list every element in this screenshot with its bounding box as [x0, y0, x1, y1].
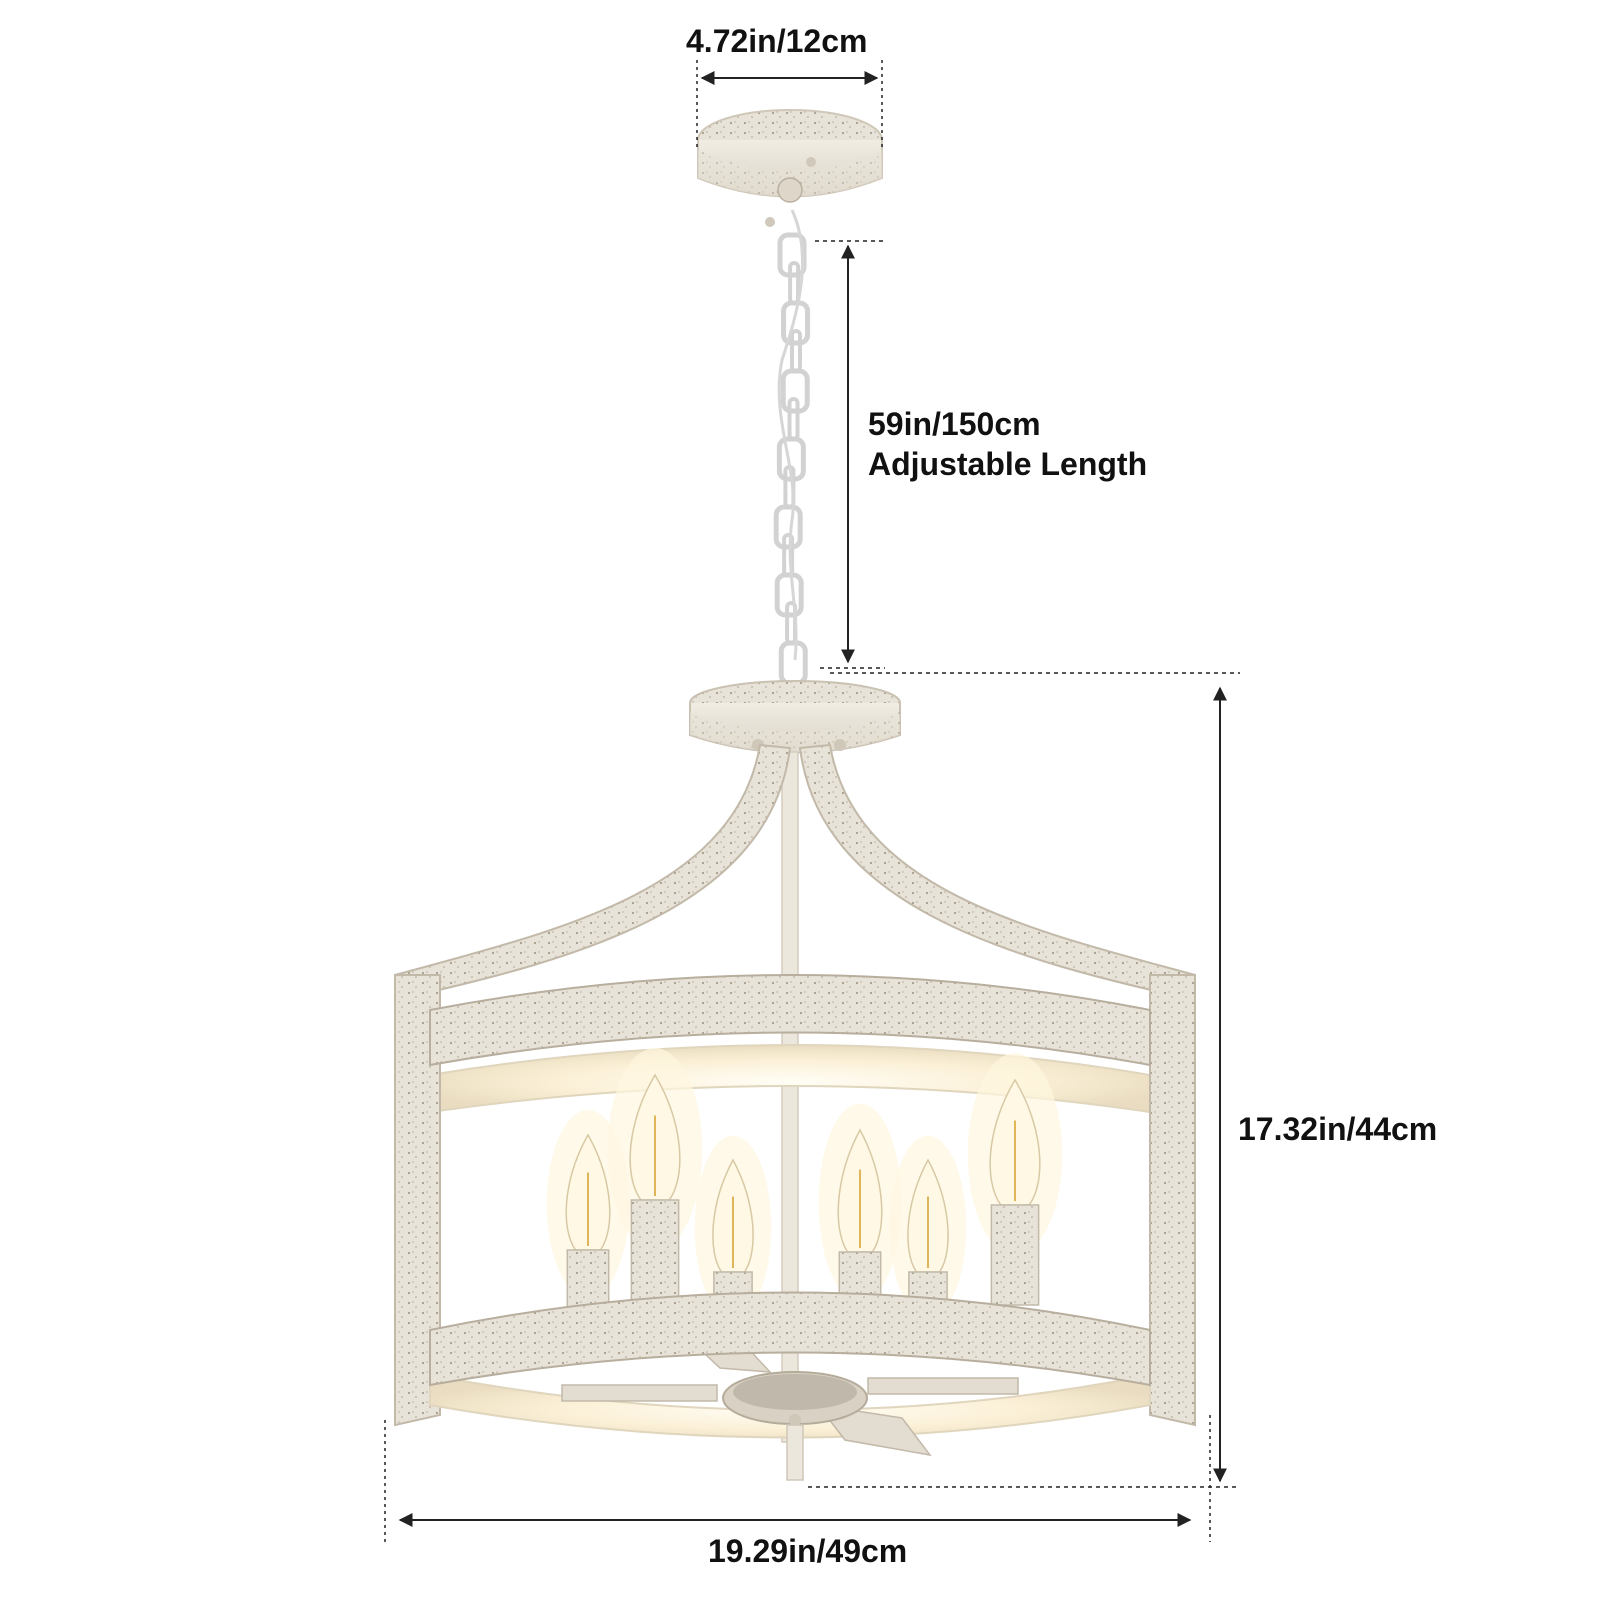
- candle-bulb: [607, 1048, 703, 1306]
- chain-length-label: 59in/150cm: [868, 406, 1041, 442]
- dimension-lines: [384, 60, 1240, 1542]
- chain-link: [781, 300, 811, 346]
- side-posts: [394, 974, 1196, 1427]
- candle-bulb: [967, 1053, 1063, 1306]
- hanging-chain: [773, 232, 811, 686]
- chain-link: [788, 261, 801, 305]
- chain-link: [773, 504, 803, 550]
- canopy-width-label: 4.72in/12cm: [686, 23, 868, 59]
- chain-link: [789, 329, 802, 373]
- chain-link: [780, 368, 810, 414]
- candle-bulb: [889, 1135, 967, 1321]
- width-label: 19.29in/49cm: [708, 1533, 908, 1569]
- chain-link: [774, 572, 804, 618]
- fixture-top-cap: [689, 680, 901, 754]
- candle-bulb: [818, 1103, 902, 1306]
- candle-bulbs: [546, 1048, 1063, 1331]
- lower-ring-band: [429, 1291, 1151, 1387]
- bottom-hub: [561, 1339, 1019, 1481]
- height-label: 17.32in/44cm: [1238, 1111, 1438, 1147]
- power-cord: [777, 209, 804, 661]
- chain-adjustable-label: Adjustable Length: [868, 446, 1148, 482]
- upper-ring-band: [429, 974, 1151, 1067]
- chain-link: [778, 640, 808, 686]
- ceiling-canopy: [697, 109, 883, 227]
- chain-link: [787, 397, 800, 441]
- lower-ring-inner: [429, 1373, 1151, 1439]
